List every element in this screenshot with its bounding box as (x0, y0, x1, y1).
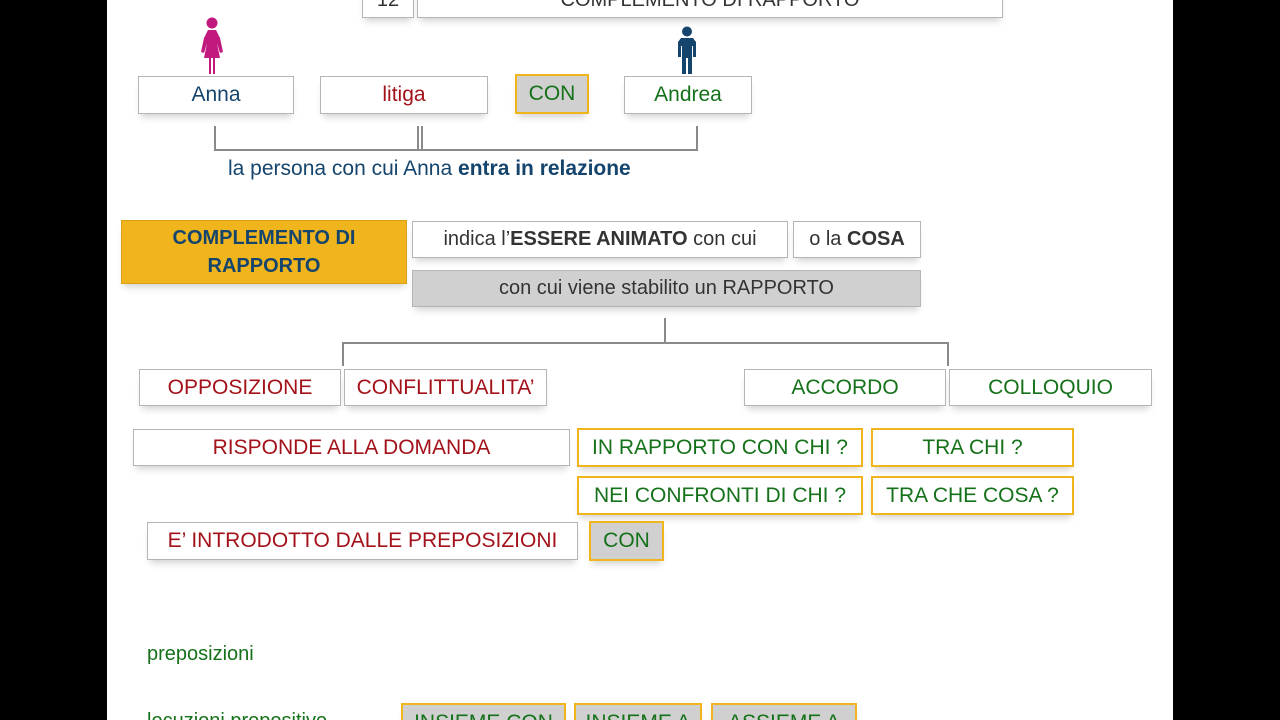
bracket-right-vertical (696, 126, 698, 151)
complement-name-line2: RAPPORTO (207, 255, 321, 277)
bracket-middle-vertical (417, 126, 419, 151)
definition-thing-bold: COSA (847, 228, 905, 250)
tree-left-drop (342, 342, 344, 366)
question-label: RISPONDE ALLA DOMANDA (133, 429, 570, 466)
prepositions-label: E’ INTRODOTTO DALLE PREPOSIZIONI (147, 522, 578, 560)
category-colloquio: COLLOQUIO (949, 369, 1152, 406)
definition-text-c: con cui (687, 228, 757, 250)
category-conflittualita: CONFLITTUALITA’ (344, 369, 547, 406)
complement-name-line1: COMPLEMENTO DI (172, 227, 356, 249)
question-nei-confronti: NEI CONFRONTI DI CHI ? (577, 476, 863, 515)
tree-right-drop (947, 342, 949, 366)
female-person-icon (201, 17, 223, 74)
example-word-litiga: litiga (320, 76, 488, 114)
example-word-anna: Anna (138, 76, 294, 114)
locution-insieme-con: INSIEME CON (401, 703, 566, 720)
tree-stem (664, 318, 666, 342)
definition-relation-box: con cui viene stabilito un RAPPORTO (412, 270, 921, 307)
bracket-middle-vertical-2 (421, 126, 423, 151)
caption-plain: la persona con cui Anna (228, 157, 453, 180)
prepositions-heading: preposizioni (147, 643, 254, 665)
question-tra-che-cosa: TRA CHE COSA ? (871, 476, 1074, 515)
question-tra-chi: TRA CHI ? (871, 428, 1074, 467)
slide-number: 12 (362, 0, 414, 18)
definition-thing-box: o la COSA (793, 221, 921, 258)
bracket-bottom (214, 149, 698, 151)
slide: 12 COMPLEMENTO DI RAPPORTO Anna litiga C… (107, 0, 1173, 720)
category-accordo: ACCORDO (744, 369, 946, 406)
locution-assieme-a: ASSIEME A (711, 703, 857, 720)
question-in-rapporto: IN RAPPORTO CON CHI ? (577, 428, 863, 467)
locuzioni-heading: locuzioni prepositive (147, 710, 327, 720)
complement-name-box: COMPLEMENTO DI RAPPORTO (121, 220, 407, 284)
male-person-icon (678, 26, 696, 74)
caption-bold: entra in relazione (458, 157, 631, 180)
tree-horizontal (342, 342, 949, 344)
definition-text-b: ESSERE ANIMATO (510, 228, 688, 250)
example-word-andrea: Andrea (624, 76, 752, 114)
example-caption: la persona con cui Anna entra in relazio… (228, 157, 631, 181)
definition-text-a: indica l’ (443, 228, 511, 250)
category-opposizione: OPPOSIZIONE (139, 369, 341, 406)
definition-animate-box: indica l’ESSERE ANIMATO con cui (412, 221, 788, 258)
locution-insieme-a: INSIEME A (574, 703, 702, 720)
bracket-left-vertical (214, 126, 216, 151)
preposition-con: CON (589, 521, 664, 561)
definition-thing-text: o la (809, 228, 847, 250)
example-preposition-con: CON (515, 74, 589, 114)
slide-title: COMPLEMENTO DI RAPPORTO (417, 0, 1003, 18)
